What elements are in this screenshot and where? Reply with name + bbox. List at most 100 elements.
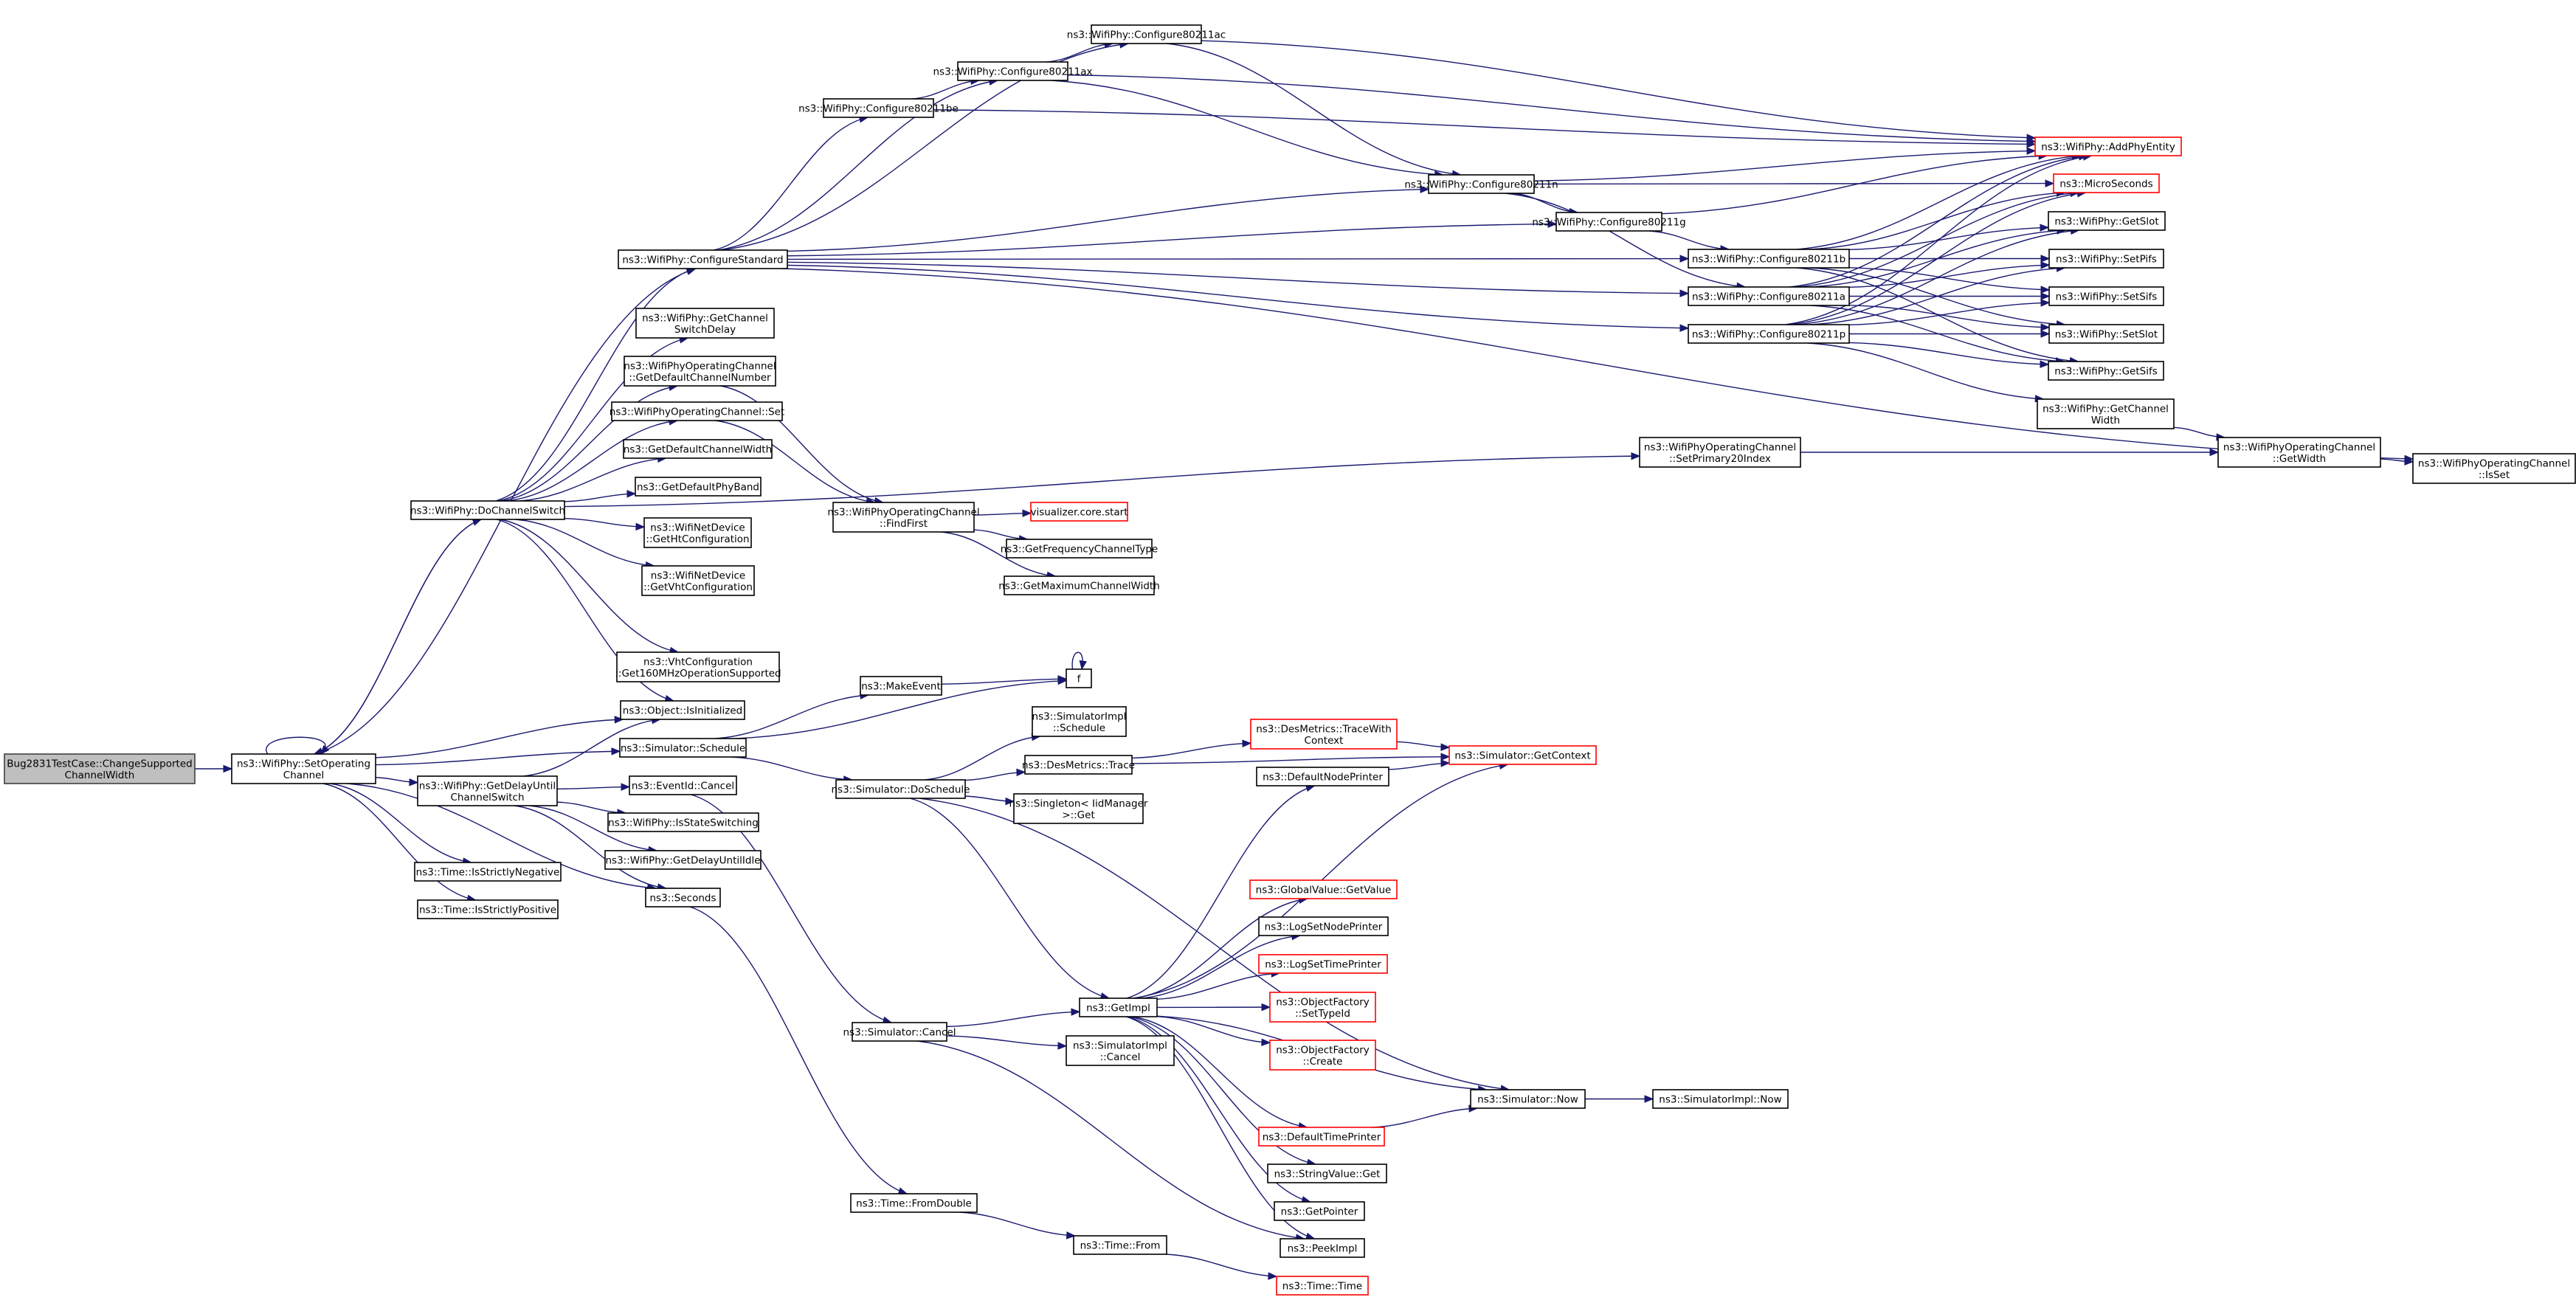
graph-node-c11ac[interactable]: ns3::WifiPhy::Configure80211ac: [1067, 24, 1226, 44]
edge-dochsw-to-getdefchw: [519, 457, 666, 502]
node-label: ::SetPrimary20Index: [1669, 453, 1771, 465]
edge-c11n-to-c11a: [1505, 193, 1746, 288]
edge-c11ac-to-addphy: [1201, 40, 2036, 139]
node-label: f: [1077, 674, 1082, 685]
graph-node-logsetnode[interactable]: ns3::LogSetNodePrinter: [1258, 916, 1389, 936]
graph-node-c11b[interactable]: ns3::WifiPhy::Configure80211b: [1688, 249, 1850, 269]
node-box: [2048, 361, 2164, 381]
graph-node-opgetwidth[interactable]: ns3::WifiPhyOperatingChannel::GetWidth: [2217, 437, 2381, 468]
edge-dochsw-to-getdefband: [564, 493, 636, 502]
graph-node-c11a[interactable]: ns3::WifiPhy::Configure80211a: [1688, 286, 1850, 306]
graph-node-opisset[interactable]: ns3::WifiPhyOperatingChannel::IsSet: [2412, 453, 2576, 484]
graph-node-c11p[interactable]: ns3::WifiPhy::Configure80211p: [1688, 324, 1850, 344]
graph-node-getht[interactable]: ns3::WifiNetDevice::GetHtConfiguration: [643, 517, 752, 548]
graph-node-c11n[interactable]: ns3::WifiPhy::Configure80211n: [1404, 174, 1558, 194]
graph-node-getpointer[interactable]: ns3::GetPointer: [1274, 1201, 1365, 1221]
graph-node-ofsettypeid[interactable]: ns3::ObjectFactory::SetTypeId: [1269, 992, 1376, 1023]
graph-node-strvalget[interactable]: ns3::StringValue::Get: [1267, 1164, 1387, 1183]
graph-node-sched[interactable]: ns3::Simulator::Schedule: [619, 738, 747, 758]
arrowhead: [2209, 448, 2220, 457]
graph-node-c11be[interactable]: ns3::WifiPhy::Configure80211be: [798, 98, 959, 118]
graph-node-isinit[interactable]: ns3::Object::IsInitialized: [620, 700, 745, 720]
graph-node-vizstart[interactable]: visualizer.core.start: [1030, 502, 1128, 522]
node-label: ns3::WifiPhy::DoChannelSwitch: [410, 505, 565, 517]
graph-node-defnodeprint[interactable]: ns3::DefaultNodePrinter: [1256, 767, 1389, 786]
arrowhead: [2045, 179, 2055, 187]
graph-node-confstd[interactable]: ns3::WifiPhy::ConfigureStandard: [618, 249, 788, 269]
node-box: [1276, 1276, 1369, 1296]
graph-node-simnow[interactable]: ns3::Simulator::Now: [1470, 1089, 1586, 1109]
graph-node-setsifs[interactable]: ns3::WifiPhy::SetSifs: [2048, 286, 2164, 306]
graph-node-c11ax[interactable]: ns3::WifiPhy::Configure80211ax: [933, 61, 1093, 81]
graph-node-seconds[interactable]: ns3::Seconds: [645, 888, 721, 907]
node-box: [1256, 767, 1389, 786]
graph-node-simcancel[interactable]: ns3::Simulator::Cancel: [843, 1022, 956, 1042]
graph-node-isswitch[interactable]: ns3::WifiPhy::IsStateSwitching: [607, 812, 759, 832]
graph-node-micro[interactable]: ns3::MicroSeconds: [2053, 173, 2160, 193]
graph-node-getdefchw[interactable]: ns3::GetDefaultChannelWidth: [623, 439, 773, 459]
graph-node-dosched[interactable]: ns3::Simulator::DoSchedule: [832, 779, 970, 799]
graph-node-dochsw[interactable]: ns3::WifiPhy::DoChannelSwitch: [410, 500, 565, 520]
graph-node-getimpl[interactable]: ns3::GetImpl: [1079, 998, 1158, 1017]
graph-node-simimplnow[interactable]: ns3::SimulatorImpl::Now: [1652, 1089, 1789, 1109]
edge-getdelaych-to-seconds: [514, 805, 666, 889]
graph-node-opchset[interactable]: ns3::WifiPhyOperatingChannel::Set: [610, 401, 784, 421]
graph-node-getmaxchw[interactable]: ns3::GetMaximumChannelWidth: [998, 575, 1160, 595]
graph-node-f[interactable]: f: [1066, 668, 1092, 688]
graph-node-addphy[interactable]: ns3::WifiPhy::AddPhyEntity: [2034, 136, 2182, 156]
graph-node-desmtrace[interactable]: ns3::DesMetrics::Trace: [1022, 755, 1135, 775]
graph-node-root[interactable]: Bug2831TestCase::ChangeSupportedChannelW…: [4, 753, 196, 784]
graph-node-findfirst[interactable]: ns3::WifiPhyOperatingChannel::FindFirst: [827, 502, 980, 533]
graph-node-setpifs[interactable]: ns3::WifiPhy::SetPifs: [2048, 249, 2164, 269]
graph-node-fromdouble[interactable]: ns3::Time::FromDouble: [850, 1193, 978, 1213]
graph-node-timetime[interactable]: ns3::Time::Time: [1276, 1276, 1369, 1296]
graph-node-getslot[interactable]: ns3::WifiPhy::GetSlot: [2048, 211, 2166, 231]
node-box: [618, 249, 788, 269]
graph-node-gvgetvalue[interactable]: ns3::GlobalValue::GetValue: [1249, 879, 1398, 899]
graph-node-simimplcancel[interactable]: ns3::SimulatorImpl::Cancel: [1066, 1035, 1175, 1066]
graph-node-evcancel[interactable]: ns3::EventId::Cancel: [629, 775, 737, 795]
edge-getimpl-to-gvgetvalue: [1134, 898, 1308, 999]
graph-node-deftimeprint[interactable]: ns3::DefaultTimePrinter: [1258, 1127, 1385, 1147]
graph-node-getvht[interactable]: ns3::WifiNetDevice::GetVhtConfiguration: [641, 565, 755, 596]
graph-node-isneg[interactable]: ns3::Time::IsStrictlyNegative: [414, 862, 562, 882]
arrowhead: [1268, 1272, 1278, 1280]
graph-node-peekimpl[interactable]: ns3::PeekImpl: [1280, 1238, 1365, 1258]
node-label: ns3::WifiPhyOperatingChannel::Set: [610, 407, 784, 418]
graph-node-simimplsched[interactable]: ns3::SimulatorImpl::Schedule: [1032, 706, 1127, 737]
graph-node-singleton[interactable]: ns3::Singleton< IidManager>::Get: [1009, 793, 1148, 824]
graph-node-ofcreate[interactable]: ns3::ObjectFactory::Create: [1269, 1040, 1376, 1071]
graph-node-logsettime[interactable]: ns3::LogSetTimePrinter: [1258, 954, 1388, 974]
graph-node-getdelayidle[interactable]: ns3::WifiPhy::GetDelayUntilIdle: [604, 850, 762, 870]
graph-node-get160[interactable]: ns3::VhtConfiguration::Get160MHzOperatio…: [615, 651, 781, 682]
edge-c11be-to-addphy: [933, 109, 2036, 145]
graph-node-timefrom[interactable]: ns3::Time::From: [1073, 1235, 1167, 1255]
node-box: [1004, 575, 1155, 595]
node-box: [1652, 1089, 1789, 1109]
graph-node-ispos[interactable]: ns3::Time::IsStrictlyPositive: [417, 899, 559, 919]
graph-node-setslot[interactable]: ns3::WifiPhy::SetSlot: [2048, 324, 2164, 344]
node-label: ChannelWidth: [65, 770, 135, 781]
graph-node-getfreqtype[interactable]: ns3::GetFrequencyChannelType: [1001, 539, 1158, 559]
graph-node-makeevent[interactable]: ns3::MakeEvent: [860, 676, 942, 696]
arrowhead: [635, 522, 646, 531]
graph-node-getdefchnum[interactable]: ns3::WifiPhyOperatingChannel::GetDefault…: [624, 356, 776, 387]
graph-node-getdefband[interactable]: ns3::GetDefaultPhyBand: [635, 477, 762, 497]
node-label: ns3::WifiPhy::SetOperating: [237, 758, 370, 770]
node-label: ChannelSwitch: [450, 792, 524, 803]
edge-sched-to-makeevent: [715, 694, 869, 739]
graph-node-c11g[interactable]: ns3::WifiPhy::Configure80211g: [1532, 212, 1686, 232]
arrowhead: [2040, 255, 2051, 263]
graph-node-getctx[interactable]: ns3::Simulator::GetContext: [1448, 745, 1597, 765]
node-label: ::GetVhtConfiguration: [643, 581, 753, 593]
arrowhead: [2040, 292, 2051, 300]
edge-evcancel-to-simcancel: [691, 794, 892, 1023]
node-label: ::GetDefaultChannelNumber: [629, 372, 771, 384]
graph-node-setprim20[interactable]: ns3::WifiPhyOperatingChannel::SetPrimary…: [1639, 437, 1801, 468]
graph-node-getsifs[interactable]: ns3::WifiPhy::GetSifs: [2048, 361, 2164, 381]
